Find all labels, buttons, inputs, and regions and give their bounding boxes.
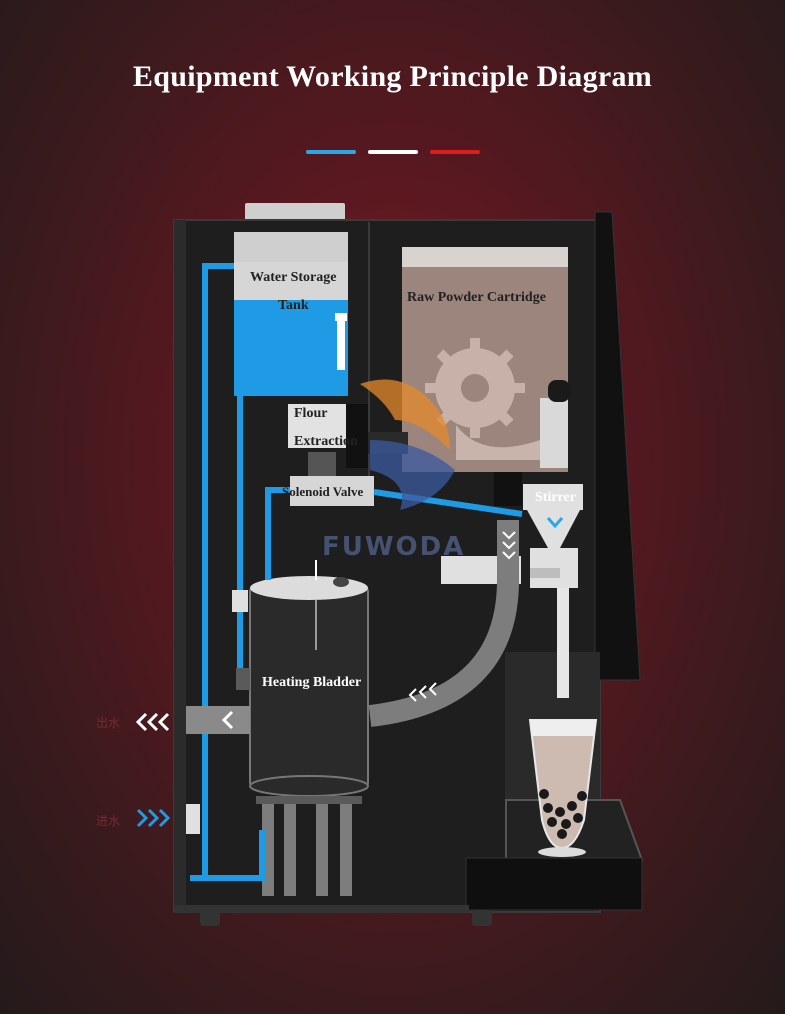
heating-bladder-label: Heating Bladder xyxy=(262,675,362,690)
water-pipes xyxy=(190,263,523,881)
brand-logo xyxy=(360,379,455,510)
solenoid-valve-top xyxy=(308,452,336,476)
drain-pipe xyxy=(186,706,250,734)
outlet-arrows-icon xyxy=(135,712,170,732)
inlet-label: 进水 xyxy=(96,814,121,828)
foot-right xyxy=(472,910,492,926)
flour-extraction-motor xyxy=(288,404,346,448)
legend-cold-water xyxy=(306,150,356,154)
flour-extraction-label: Flour xyxy=(294,406,328,421)
legend-heat xyxy=(430,150,480,154)
water-tank-label-2: Tank xyxy=(278,298,309,313)
powder-cartridge-label: Raw Powder Cartridge xyxy=(407,290,546,305)
outlet-label: 出水 xyxy=(96,716,121,730)
solenoid-valve xyxy=(290,476,374,506)
machine-front-panel xyxy=(594,211,641,681)
solenoid-valve-label: Solenoid Valve xyxy=(282,484,364,499)
page-title: Equipment Working Principle Diagram xyxy=(132,60,653,93)
tank-lid xyxy=(245,203,345,221)
inlet-arrows-icon xyxy=(136,808,171,828)
hot-water-tube xyxy=(368,520,519,727)
left-wall xyxy=(174,220,186,912)
outlet-pipe xyxy=(557,588,569,698)
watermark: FUWODA xyxy=(322,532,466,562)
flour-extraction-label-2: Extraction xyxy=(294,434,358,449)
foot-left xyxy=(200,910,220,926)
stirrer-funnel xyxy=(527,510,580,548)
gear-icon xyxy=(425,338,525,438)
water-tank-top xyxy=(234,232,348,262)
milk-tea-cup xyxy=(528,719,598,857)
stirrer-label: Stirrer xyxy=(535,490,576,505)
water-tank-label: Water Storage xyxy=(250,270,337,285)
legend-hot-water xyxy=(368,150,418,154)
base-plate xyxy=(465,857,643,911)
water-level xyxy=(234,300,348,396)
